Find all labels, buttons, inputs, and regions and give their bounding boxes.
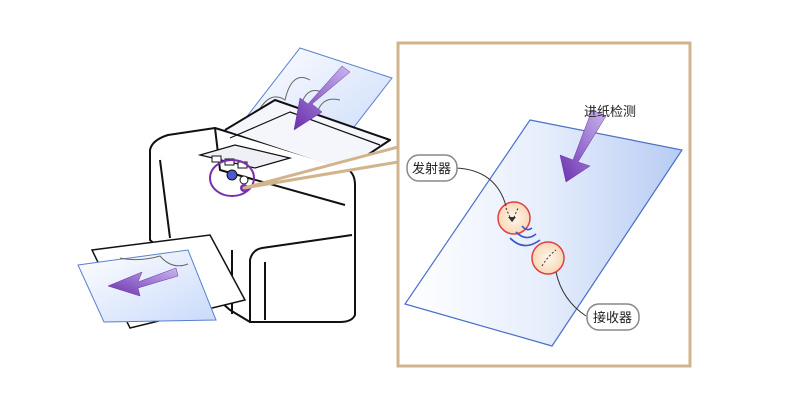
feed-out-arrow [107,267,179,297]
paper-feed-detect-label: 进纸检测 [584,105,636,120]
detail-panel: 进纸检测 发射器 接收器 [396,41,692,368]
receiver-label: 接收器 [593,310,632,326]
paper-sheet [404,119,683,347]
receiver-sensor [531,241,565,275]
receiver-callout: 接收器 [555,271,640,331]
emitter-callout: 发射器 [406,154,507,207]
feed-in-arrow [293,65,351,131]
emitter-label: 发射器 [412,161,451,177]
paper-feed-arrow [559,109,607,183]
output-paper [77,234,247,329]
signal-waves-icon [509,225,541,247]
scanner-illustration [77,47,393,329]
